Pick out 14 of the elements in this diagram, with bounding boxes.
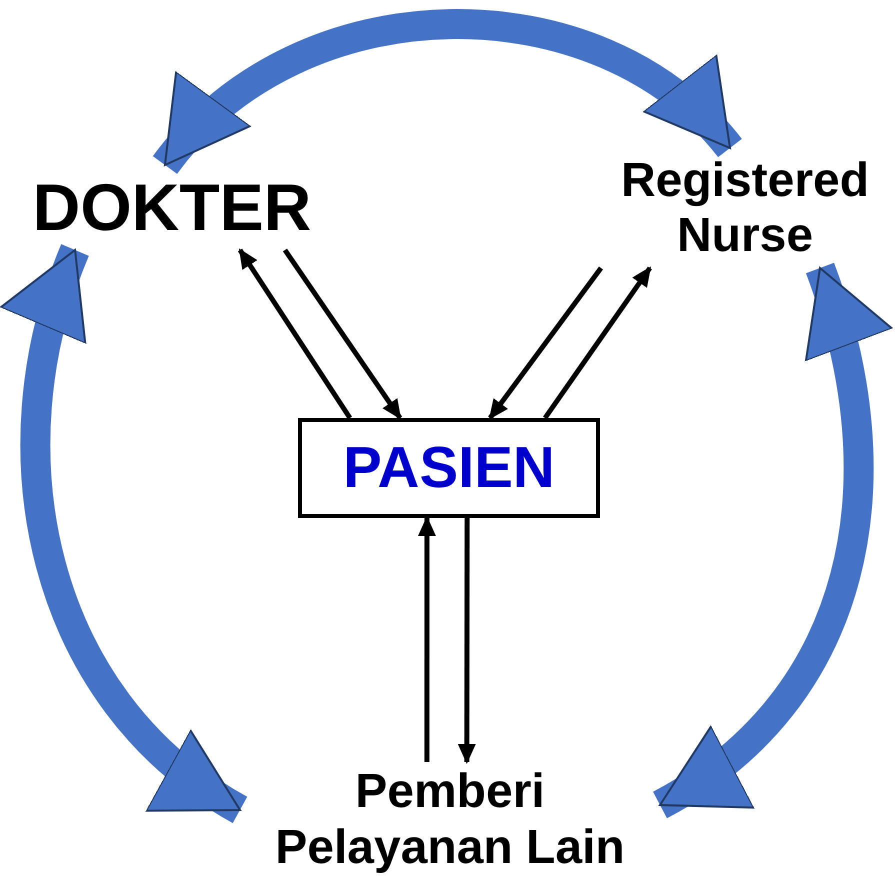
arrow <box>488 266 603 420</box>
role-label: Pemberi Pelayanan Lain <box>274 764 626 875</box>
arrow <box>458 518 476 764</box>
arrow <box>542 266 652 420</box>
patient-label: PASIEN <box>343 434 555 502</box>
curved-arrow <box>2 244 248 823</box>
arrow <box>418 516 436 762</box>
arrow <box>282 248 402 420</box>
role-label: Registered Nurse <box>620 152 870 264</box>
curved-arrow <box>154 9 741 175</box>
role-label: DOKTER <box>32 170 312 246</box>
curved-arrow <box>652 263 890 818</box>
patient-box <box>298 418 600 518</box>
arrow <box>238 248 352 420</box>
